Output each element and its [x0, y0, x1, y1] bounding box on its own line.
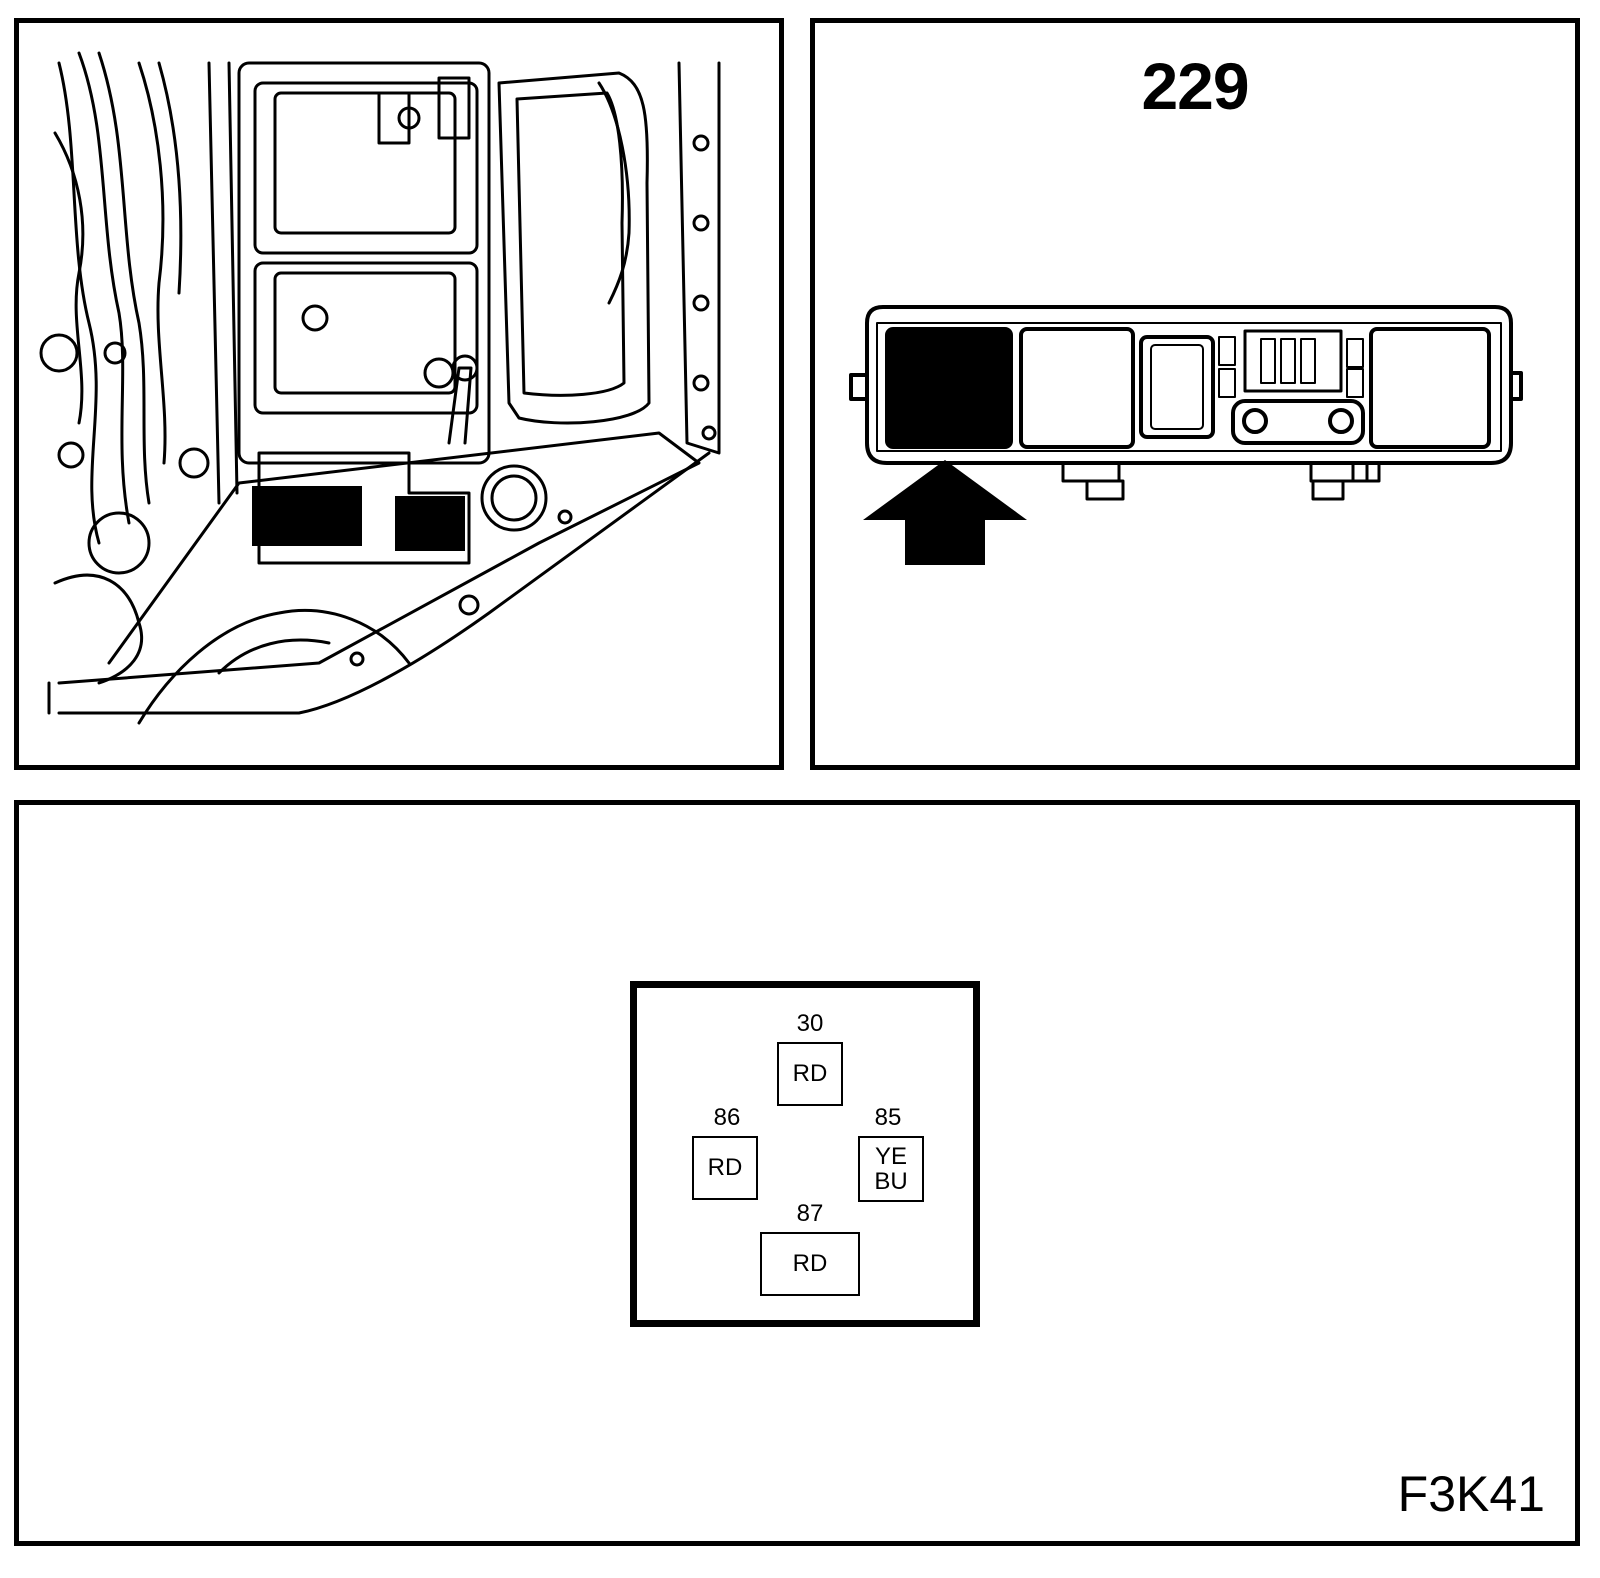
engine-bay-illustration-panel — [14, 18, 784, 770]
location-arrow — [863, 460, 1027, 565]
relay-pinout-panel: 30 RD 86 RD 85 YE BU 87 RD F3K41 — [14, 800, 1580, 1546]
pin-30-wire-color: RD — [792, 1060, 828, 1088]
pin-number-87: 87 — [796, 1200, 824, 1227]
pin-30-terminal: RD — [777, 1042, 843, 1106]
fusebox-drawing — [849, 305, 1523, 565]
fusebox-location-panel: 229 — [810, 18, 1580, 770]
figure-code: F3K41 — [1397, 1466, 1545, 1522]
diagram-number: 229 — [1141, 49, 1249, 123]
pin-number-86: 86 — [713, 1104, 741, 1131]
pin-87-terminal: RD — [760, 1232, 860, 1296]
pin-number-85: 85 — [874, 1104, 902, 1131]
pin-85-terminal: YE BU — [858, 1136, 924, 1202]
pin-86-wire-color: RD — [707, 1154, 743, 1182]
pin-87-wire-color: RD — [792, 1250, 828, 1278]
pin-number-30: 30 — [796, 1010, 824, 1037]
fusebox-housing — [865, 305, 1513, 465]
pin-85-wire-color: YE — [874, 1142, 907, 1170]
highlighted-relay-slot — [885, 327, 1013, 449]
relay-pinout: 30 RD 86 RD 85 YE BU 87 RD — [630, 981, 980, 1327]
engine-bay-drawing — [39, 51, 721, 725]
pin-86-terminal: RD — [692, 1136, 758, 1200]
pin-85-wire-color-2: BU — [874, 1168, 908, 1195]
